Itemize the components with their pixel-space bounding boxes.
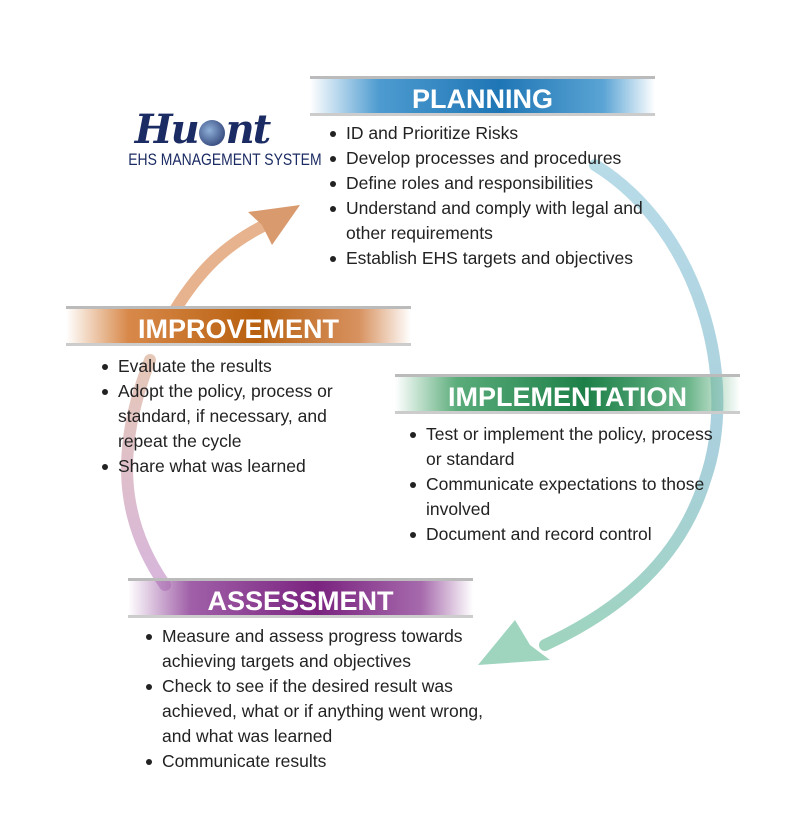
assessment-to-improvement-arrow	[121, 354, 171, 591]
arrowhead-orange	[248, 205, 300, 245]
planning-list: ID and Prioritize Risks Develop processe…	[328, 121, 658, 271]
implementation-list: Test or implement the policy, process or…	[408, 422, 728, 547]
list-item: Understand and comply with legal and oth…	[328, 196, 658, 246]
implementation-banner: IMPLEMENTATION	[395, 374, 740, 414]
improvement-to-planning-arrow	[169, 219, 271, 316]
arrowhead-green	[478, 620, 550, 665]
list-item: Develop processes and procedures	[328, 146, 658, 171]
list-item: Test or implement the policy, process or…	[408, 422, 728, 472]
planning-banner: PLANNING	[310, 76, 655, 116]
list-item: Document and record control	[408, 522, 728, 547]
list-item: Define roles and responsibilities	[328, 171, 658, 196]
logo-subtitle: EHS MANAGEMENT SYSTEM	[128, 150, 322, 169]
list-item: Adopt the policy, process or standard, i…	[100, 379, 370, 454]
planning-to-implementation-arrow	[539, 159, 724, 651]
improvement-list: Evaluate the results Adopt the policy, p…	[100, 354, 370, 479]
assessment-list: Measure and assess progress towards achi…	[144, 624, 494, 774]
list-item: ID and Prioritize Risks	[328, 121, 658, 146]
list-item: Share what was learned	[100, 454, 370, 479]
list-item: Evaluate the results	[100, 354, 370, 379]
list-item: Check to see if the desired result was a…	[144, 674, 494, 749]
improvement-banner: IMPROVEMENT	[66, 306, 411, 346]
list-item: Communicate results	[144, 749, 494, 774]
globe-icon	[198, 120, 225, 146]
list-item: Establish EHS targets and objectives	[328, 246, 658, 271]
assessment-banner: ASSESSMENT	[128, 578, 473, 618]
list-item: Measure and assess progress towards achi…	[144, 624, 494, 674]
list-item: Communicate expectations to those involv…	[408, 472, 728, 522]
